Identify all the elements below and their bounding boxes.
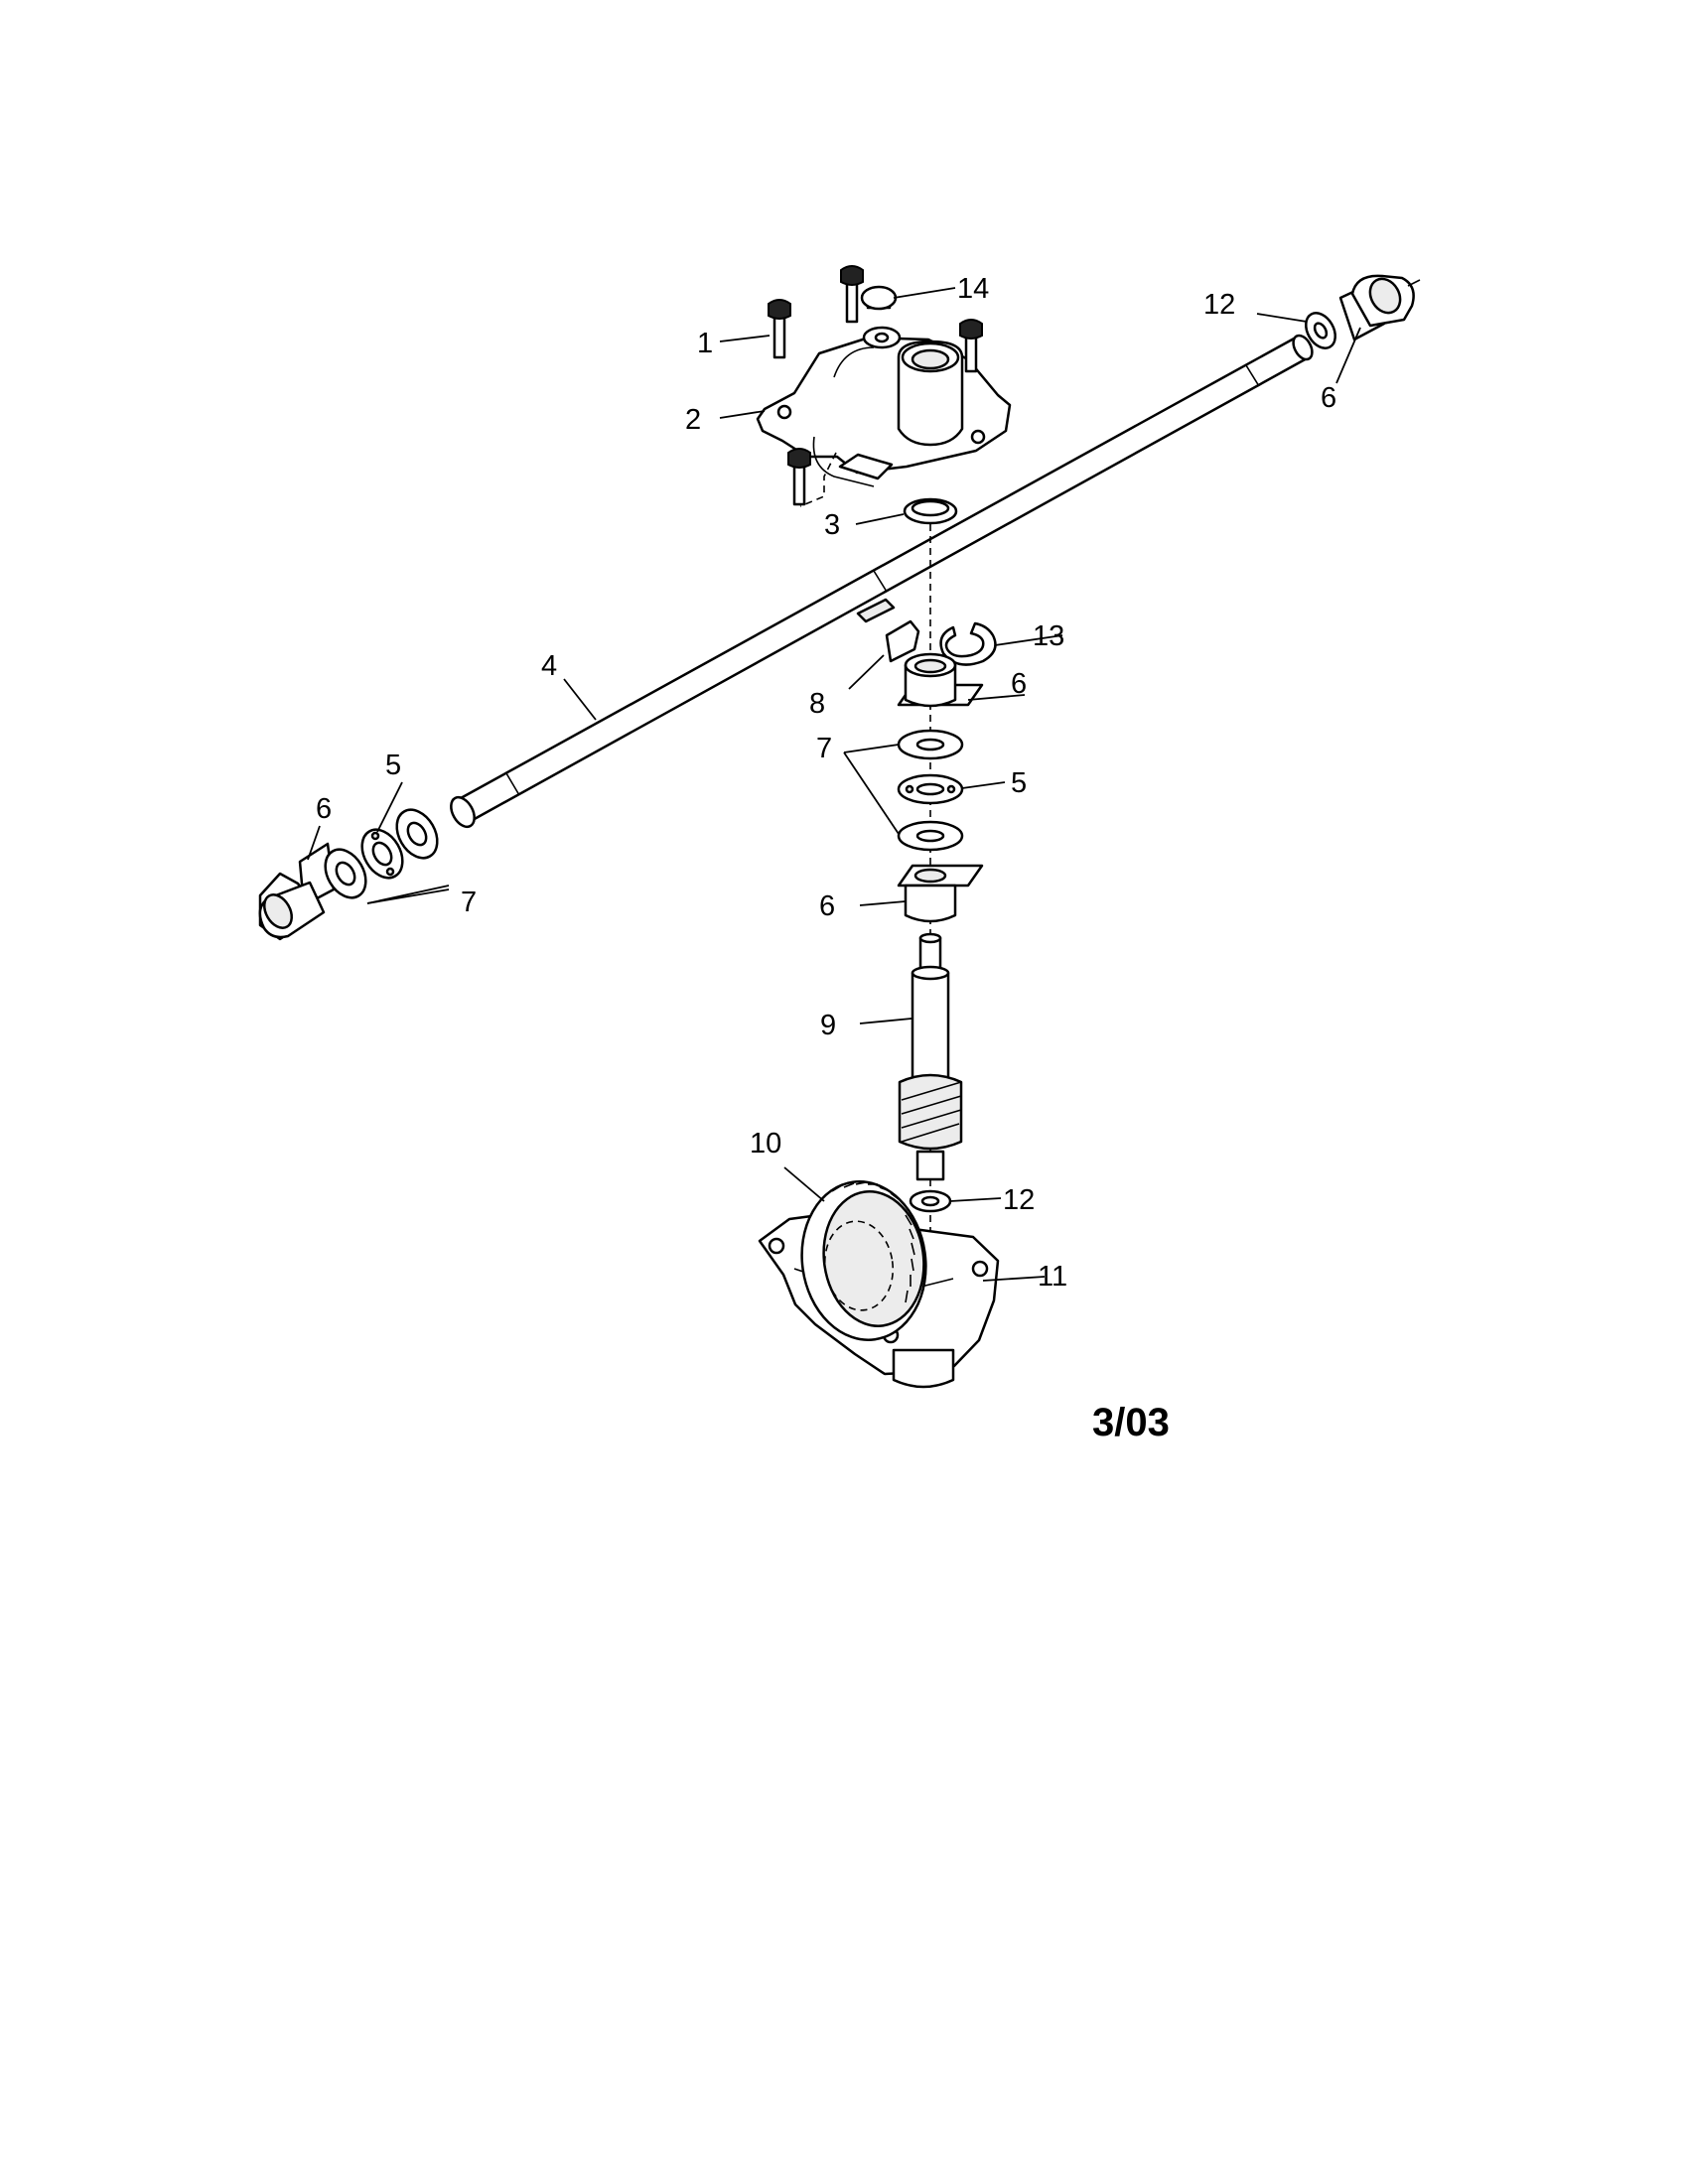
callout-8: 8 <box>809 688 825 720</box>
housing-bolt-top <box>840 265 864 324</box>
callout-9: 9 <box>820 1010 836 1041</box>
thrust-washer-center-bottom <box>897 820 964 852</box>
axle-shaft <box>450 334 1314 829</box>
housing-bolt-left <box>768 299 791 359</box>
leader-lines <box>307 287 1361 1282</box>
callout-10: 10 <box>750 1128 781 1160</box>
date-code: 3/03 <box>1092 1401 1170 1444</box>
thrust-washer-left-inner <box>324 848 367 899</box>
callout-14: 14 <box>957 273 989 305</box>
upper-housing-cover <box>756 326 1012 507</box>
thrust-washer-center-top <box>897 729 964 760</box>
callout-7-left: 7 <box>461 887 477 918</box>
callout-4: 4 <box>541 650 557 682</box>
callout-6-lower-center: 6 <box>819 890 835 922</box>
worm-shaft <box>898 932 963 1181</box>
callout-13: 13 <box>1033 620 1064 652</box>
callout-3: 3 <box>824 509 840 541</box>
spur-gear <box>800 1180 927 1341</box>
callout-5-left: 5 <box>385 750 401 781</box>
thrust-washer-lower <box>909 1189 952 1213</box>
shaft-key <box>856 598 920 663</box>
flange-bearing-upper-center <box>897 652 984 708</box>
oil-seal <box>903 497 958 525</box>
bearing-washer-left <box>360 828 404 880</box>
flange-bearing-right <box>1338 274 1421 341</box>
callout-5-center: 5 <box>1011 767 1027 799</box>
callout-12-upper: 12 <box>1203 289 1235 321</box>
callout-7-center: 7 <box>816 733 832 764</box>
flange-bearing-left <box>258 842 336 941</box>
callout-6-right: 6 <box>1321 382 1336 414</box>
callout-labels: 1 2 3 4 5 5 6 6 6 6 7 7 8 9 10 11 12 12 … <box>316 273 1336 1293</box>
callout-11: 11 <box>1038 1261 1067 1293</box>
housing-bolt-right <box>959 319 983 373</box>
callout-12-lower: 12 <box>1003 1184 1035 1216</box>
callout-1: 1 <box>697 328 713 359</box>
callout-6-left: 6 <box>316 793 332 825</box>
callout-2: 2 <box>685 404 701 436</box>
bearing-washer-center <box>897 773 964 805</box>
flange-bearing-lower-center <box>897 864 984 923</box>
thrust-washer-right <box>1305 312 1336 349</box>
housing-bolt-lower <box>787 448 811 506</box>
thrust-washer-left-outer <box>395 808 439 860</box>
callout-6-upper-center: 6 <box>1011 668 1027 700</box>
housing-plug <box>860 285 898 311</box>
